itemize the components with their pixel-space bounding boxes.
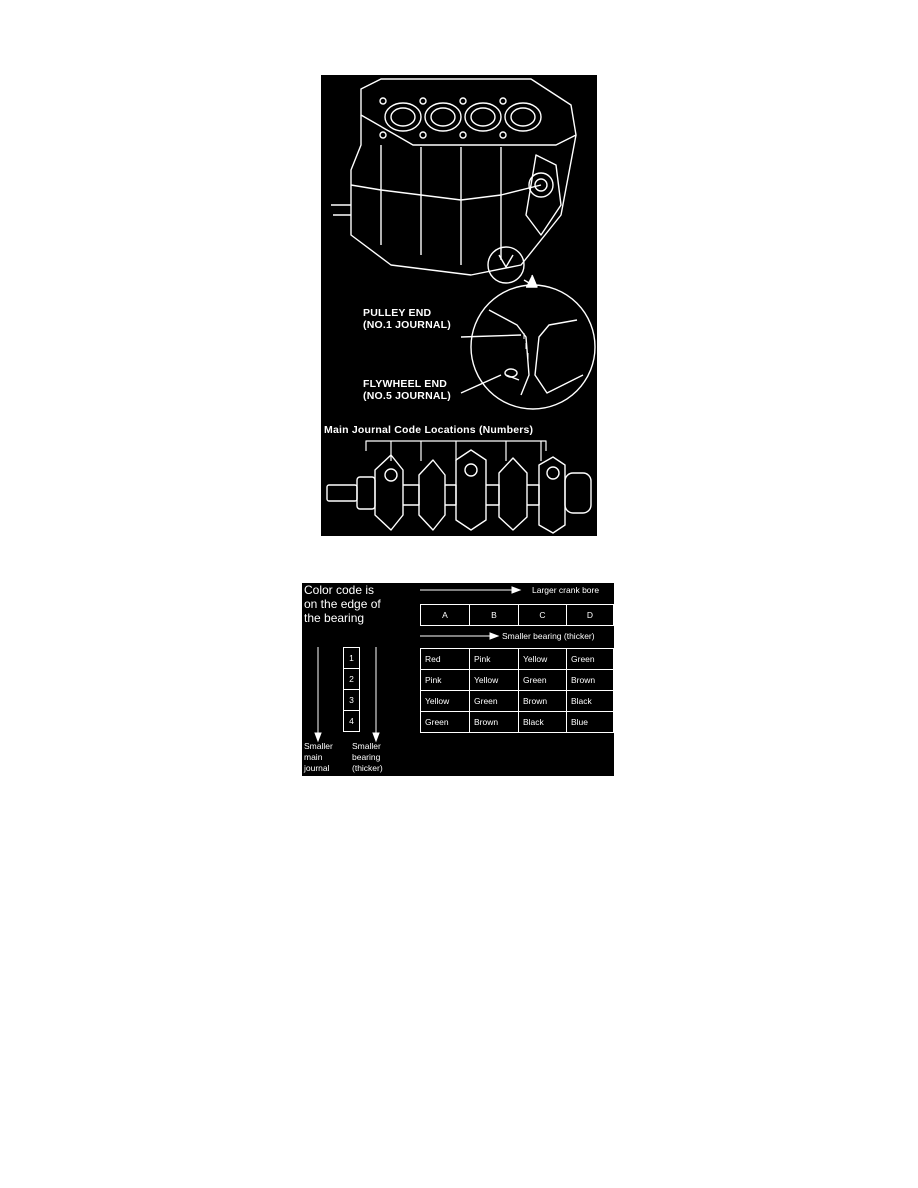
- column-header-c: C: [518, 604, 567, 626]
- color-cell-1c: Yellow: [518, 648, 567, 670]
- flywheel-end-line-1: FLYWHEEL END: [363, 378, 448, 390]
- color-cell-1a: Red: [420, 648, 470, 670]
- note-line-1: Color code is: [304, 583, 375, 597]
- color-code-note: Color code is on the edge of the bearing: [304, 583, 381, 625]
- smaller-main-journal-label: Smaller main journal: [304, 741, 333, 774]
- color-cell-2c: Green: [518, 669, 567, 691]
- row-header-2: 2: [343, 668, 360, 690]
- smaller-bearing-side-label: Smaller bearing (thicker): [352, 741, 383, 774]
- color-cell-4a: Green: [420, 711, 470, 733]
- bearing-color-code-figure: Color code is on the edge of the bearing…: [302, 583, 614, 776]
- smj-line-3: journal: [304, 763, 330, 773]
- row-header-4: 4: [343, 710, 360, 732]
- color-cell-4d: Blue: [566, 711, 614, 733]
- color-cell-2a: Pink: [420, 669, 470, 691]
- column-header-b: B: [469, 604, 519, 626]
- engine-block-illustration: [326, 78, 596, 534]
- color-cell-1b: Pink: [469, 648, 519, 670]
- color-cell-2d: Brown: [566, 669, 614, 691]
- column-header-a: A: [420, 604, 470, 626]
- pulley-end-line-1: PULLEY END: [363, 307, 432, 319]
- color-cell-3a: Yellow: [420, 690, 470, 712]
- larger-crank-bore-label: Larger crank bore: [532, 585, 600, 595]
- flywheel-end-label: FLYWHEEL END (NO.5 JOURNAL): [363, 378, 451, 402]
- pulley-end-label: PULLEY END (NO.1 JOURNAL): [363, 307, 451, 331]
- row-header-3: 3: [343, 689, 360, 711]
- note-line-3: the bearing: [304, 611, 365, 625]
- sbs-line-3: (thicker): [352, 763, 383, 773]
- engine-block-figure: PULLEY END (NO.1 JOURNAL) FLYWHEEL END (…: [321, 75, 597, 536]
- figure2-arrows: [314, 586, 522, 743]
- smj-line-1: Smaller: [304, 741, 333, 751]
- color-cell-4b: Brown: [469, 711, 519, 733]
- color-cell-3d: Black: [566, 690, 614, 712]
- pulley-end-line-2: (NO.1 JOURNAL): [363, 319, 451, 331]
- color-cell-3b: Green: [469, 690, 519, 712]
- flywheel-end-line-2: (NO.5 JOURNAL): [363, 390, 451, 402]
- main-journal-caption: Main Journal Code Locations (Numbers): [324, 424, 534, 436]
- color-cell-3c: Brown: [518, 690, 567, 712]
- column-header-d: D: [566, 604, 614, 626]
- row-header-1: 1: [343, 647, 360, 669]
- color-cell-1d: Green: [566, 648, 614, 670]
- sbs-line-1: Smaller: [352, 741, 381, 751]
- note-line-2: on the edge of: [304, 597, 381, 611]
- color-cell-4c: Black: [518, 711, 567, 733]
- sbs-line-2: bearing: [352, 752, 381, 762]
- color-cell-2b: Yellow: [469, 669, 519, 691]
- smaller-bearing-top-label: Smaller bearing (thicker): [502, 631, 595, 641]
- smj-line-2: main: [304, 752, 323, 762]
